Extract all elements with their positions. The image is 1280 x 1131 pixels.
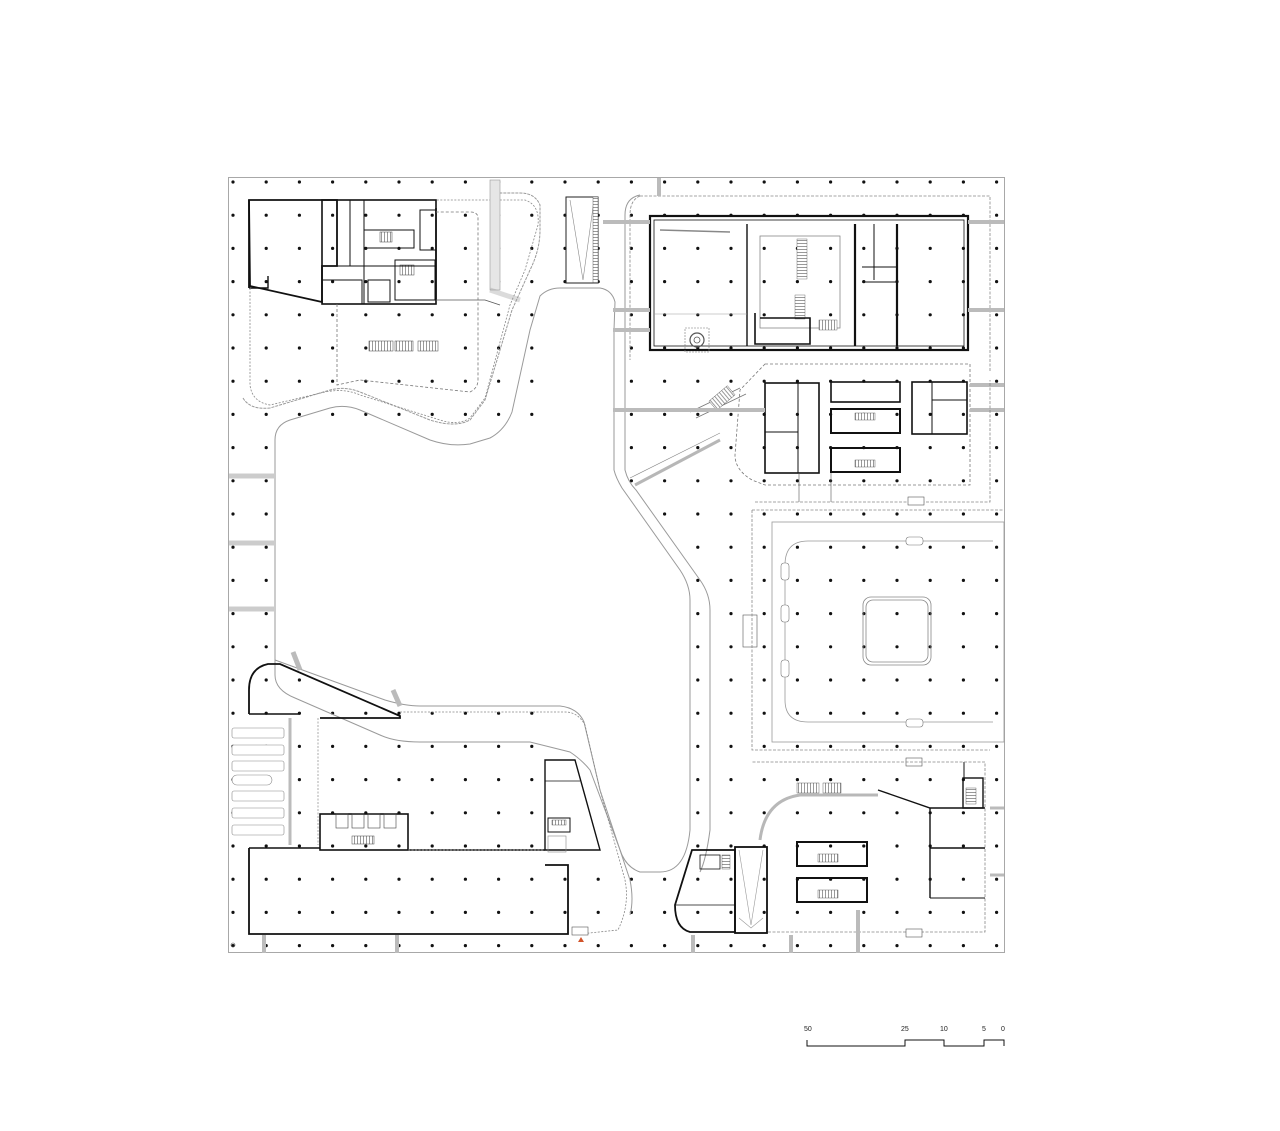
scale-label-0: 0 xyxy=(1001,1026,1005,1033)
south-west-building xyxy=(230,651,627,953)
walkway-outline-north xyxy=(242,192,541,425)
west-ramps xyxy=(229,473,275,612)
scale-label-50: 50 xyxy=(804,1026,812,1033)
walkway-outline-east xyxy=(624,194,711,873)
north-arrow-marker xyxy=(578,937,584,942)
east-office-building xyxy=(613,363,1004,506)
walkway-outline-south xyxy=(274,659,633,916)
parking-bays xyxy=(231,727,285,836)
north-bridge xyxy=(565,196,599,284)
north-east-hall xyxy=(603,178,1004,372)
car-display-court xyxy=(742,509,1005,767)
car-icons xyxy=(780,536,924,728)
scale-label-5: 5 xyxy=(982,1026,986,1033)
scale-label-10: 10 xyxy=(940,1026,948,1033)
scale-bar: 50 25 10 5 0 xyxy=(804,1026,1005,1047)
north-west-building xyxy=(248,179,539,423)
site-boundary xyxy=(228,177,1005,953)
central-courtyard-outline xyxy=(274,287,691,873)
column-grid xyxy=(231,180,999,948)
south-east-building xyxy=(674,761,1004,953)
scale-label-25: 25 xyxy=(901,1026,909,1033)
